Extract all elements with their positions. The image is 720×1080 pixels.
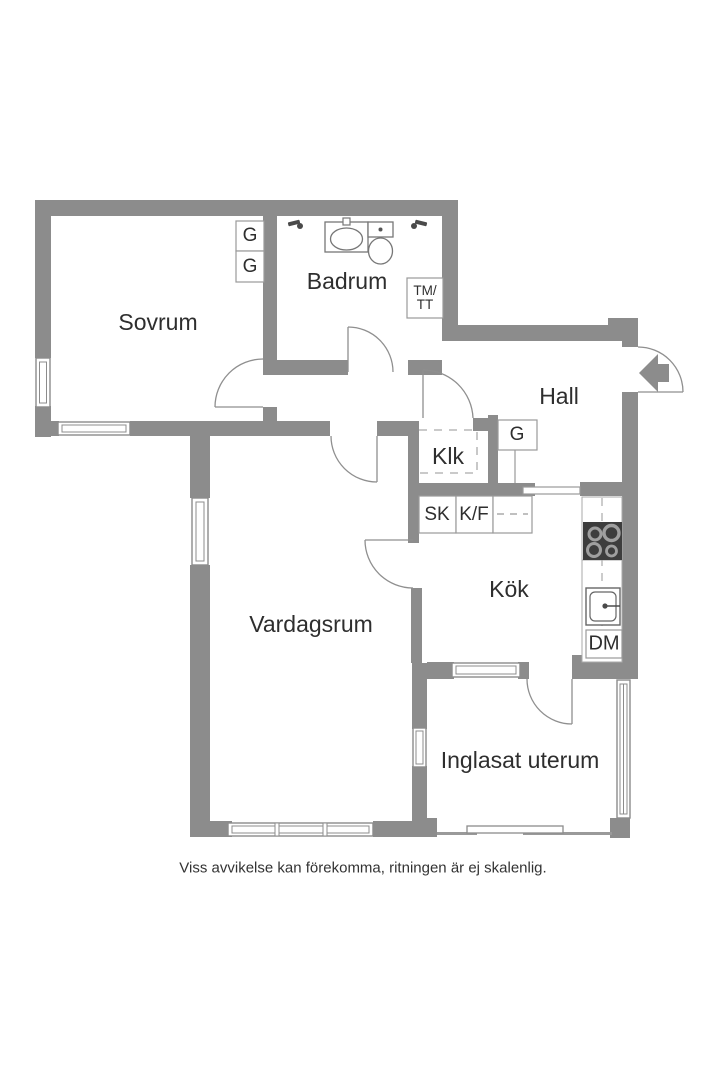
wall [50,421,59,436]
cabinet-kf-box [455,495,494,534]
wall [263,216,277,360]
door-kok [364,539,414,589]
wall [427,818,437,837]
door-vardagsrum [330,435,378,483]
uterum-glazing [437,825,612,835]
cleaning-cabinet-label: SK [424,504,450,526]
window-sovrum-south [57,421,131,436]
wall [442,325,623,341]
windows [35,357,631,837]
window-uterum-west [412,727,427,768]
washer-dryer-label-line2: TT [416,296,434,312]
wall [412,766,427,822]
toilet-icon [367,221,394,265]
wall [35,406,51,437]
wall [408,483,535,496]
walls [35,200,638,838]
wall [190,821,232,837]
wardrobe-box [497,419,538,451]
door-badrum [347,326,394,373]
wall [427,662,454,679]
door-sovrum [214,358,264,408]
wall [610,818,630,838]
entrance-arrow-icon [639,354,669,392]
fridge-freezer-label: K/F [459,504,489,526]
wall [412,663,427,729]
window-uterum-east [616,679,631,819]
door-entrance [637,346,684,393]
wall [580,482,623,496]
window-kok-uterum [451,662,521,678]
wall [408,360,442,375]
wall [263,360,348,375]
wall [190,565,210,821]
wardrobe-box [235,250,265,283]
wall [473,418,498,431]
wall [442,216,458,341]
wall [622,392,638,662]
wall-fixture-icon [287,219,303,229]
washer-dryer-label-line1: TM/ [413,282,437,298]
window-vardagsrum-west [191,497,209,566]
wall [488,415,498,483]
stove-icon [583,522,622,560]
wardrobe-label: G [242,256,258,278]
window-vardagsrum-south [227,822,374,837]
door-klk [422,369,474,419]
wall [373,821,427,837]
doors [214,326,684,725]
room-label-badrum: Badrum [306,267,388,294]
room-label-kok: Kök [489,575,529,602]
washer-dryer-box [406,277,444,319]
room-label-sovrum: Sovrum [118,308,198,335]
hall-counter-bar [522,486,581,495]
wall [408,421,419,543]
dishwasher-label: DM [588,632,620,655]
wall [518,662,529,679]
wardrobe-label: G [509,424,525,446]
door-uterum [526,678,573,725]
cabinet-sk-box [418,495,457,534]
bathroom-sink-icon [324,217,369,253]
wall [130,421,330,436]
wall [35,200,458,216]
dishwasher-box [585,629,623,659]
kitchen-sink-icon [585,587,621,626]
wall-fixture-icon [411,219,428,229]
window-sovrum-west [35,357,51,408]
room-label-vardagsrum: Vardagsrum [249,610,373,637]
room-label-inglasat-uterum: Inglasat uterum [440,746,600,773]
wall [190,428,210,498]
wall [411,588,422,663]
wall [35,216,51,358]
room-label-klk: Klk [432,442,464,469]
room-label-hall: Hall [539,382,579,409]
wall [263,407,277,422]
wardrobe-label: G [242,225,258,247]
wall [622,318,638,347]
klk-dashed-outline [419,429,478,474]
disclaimer-text: Viss avvikelse kan förekomma, ritningen … [179,859,547,877]
